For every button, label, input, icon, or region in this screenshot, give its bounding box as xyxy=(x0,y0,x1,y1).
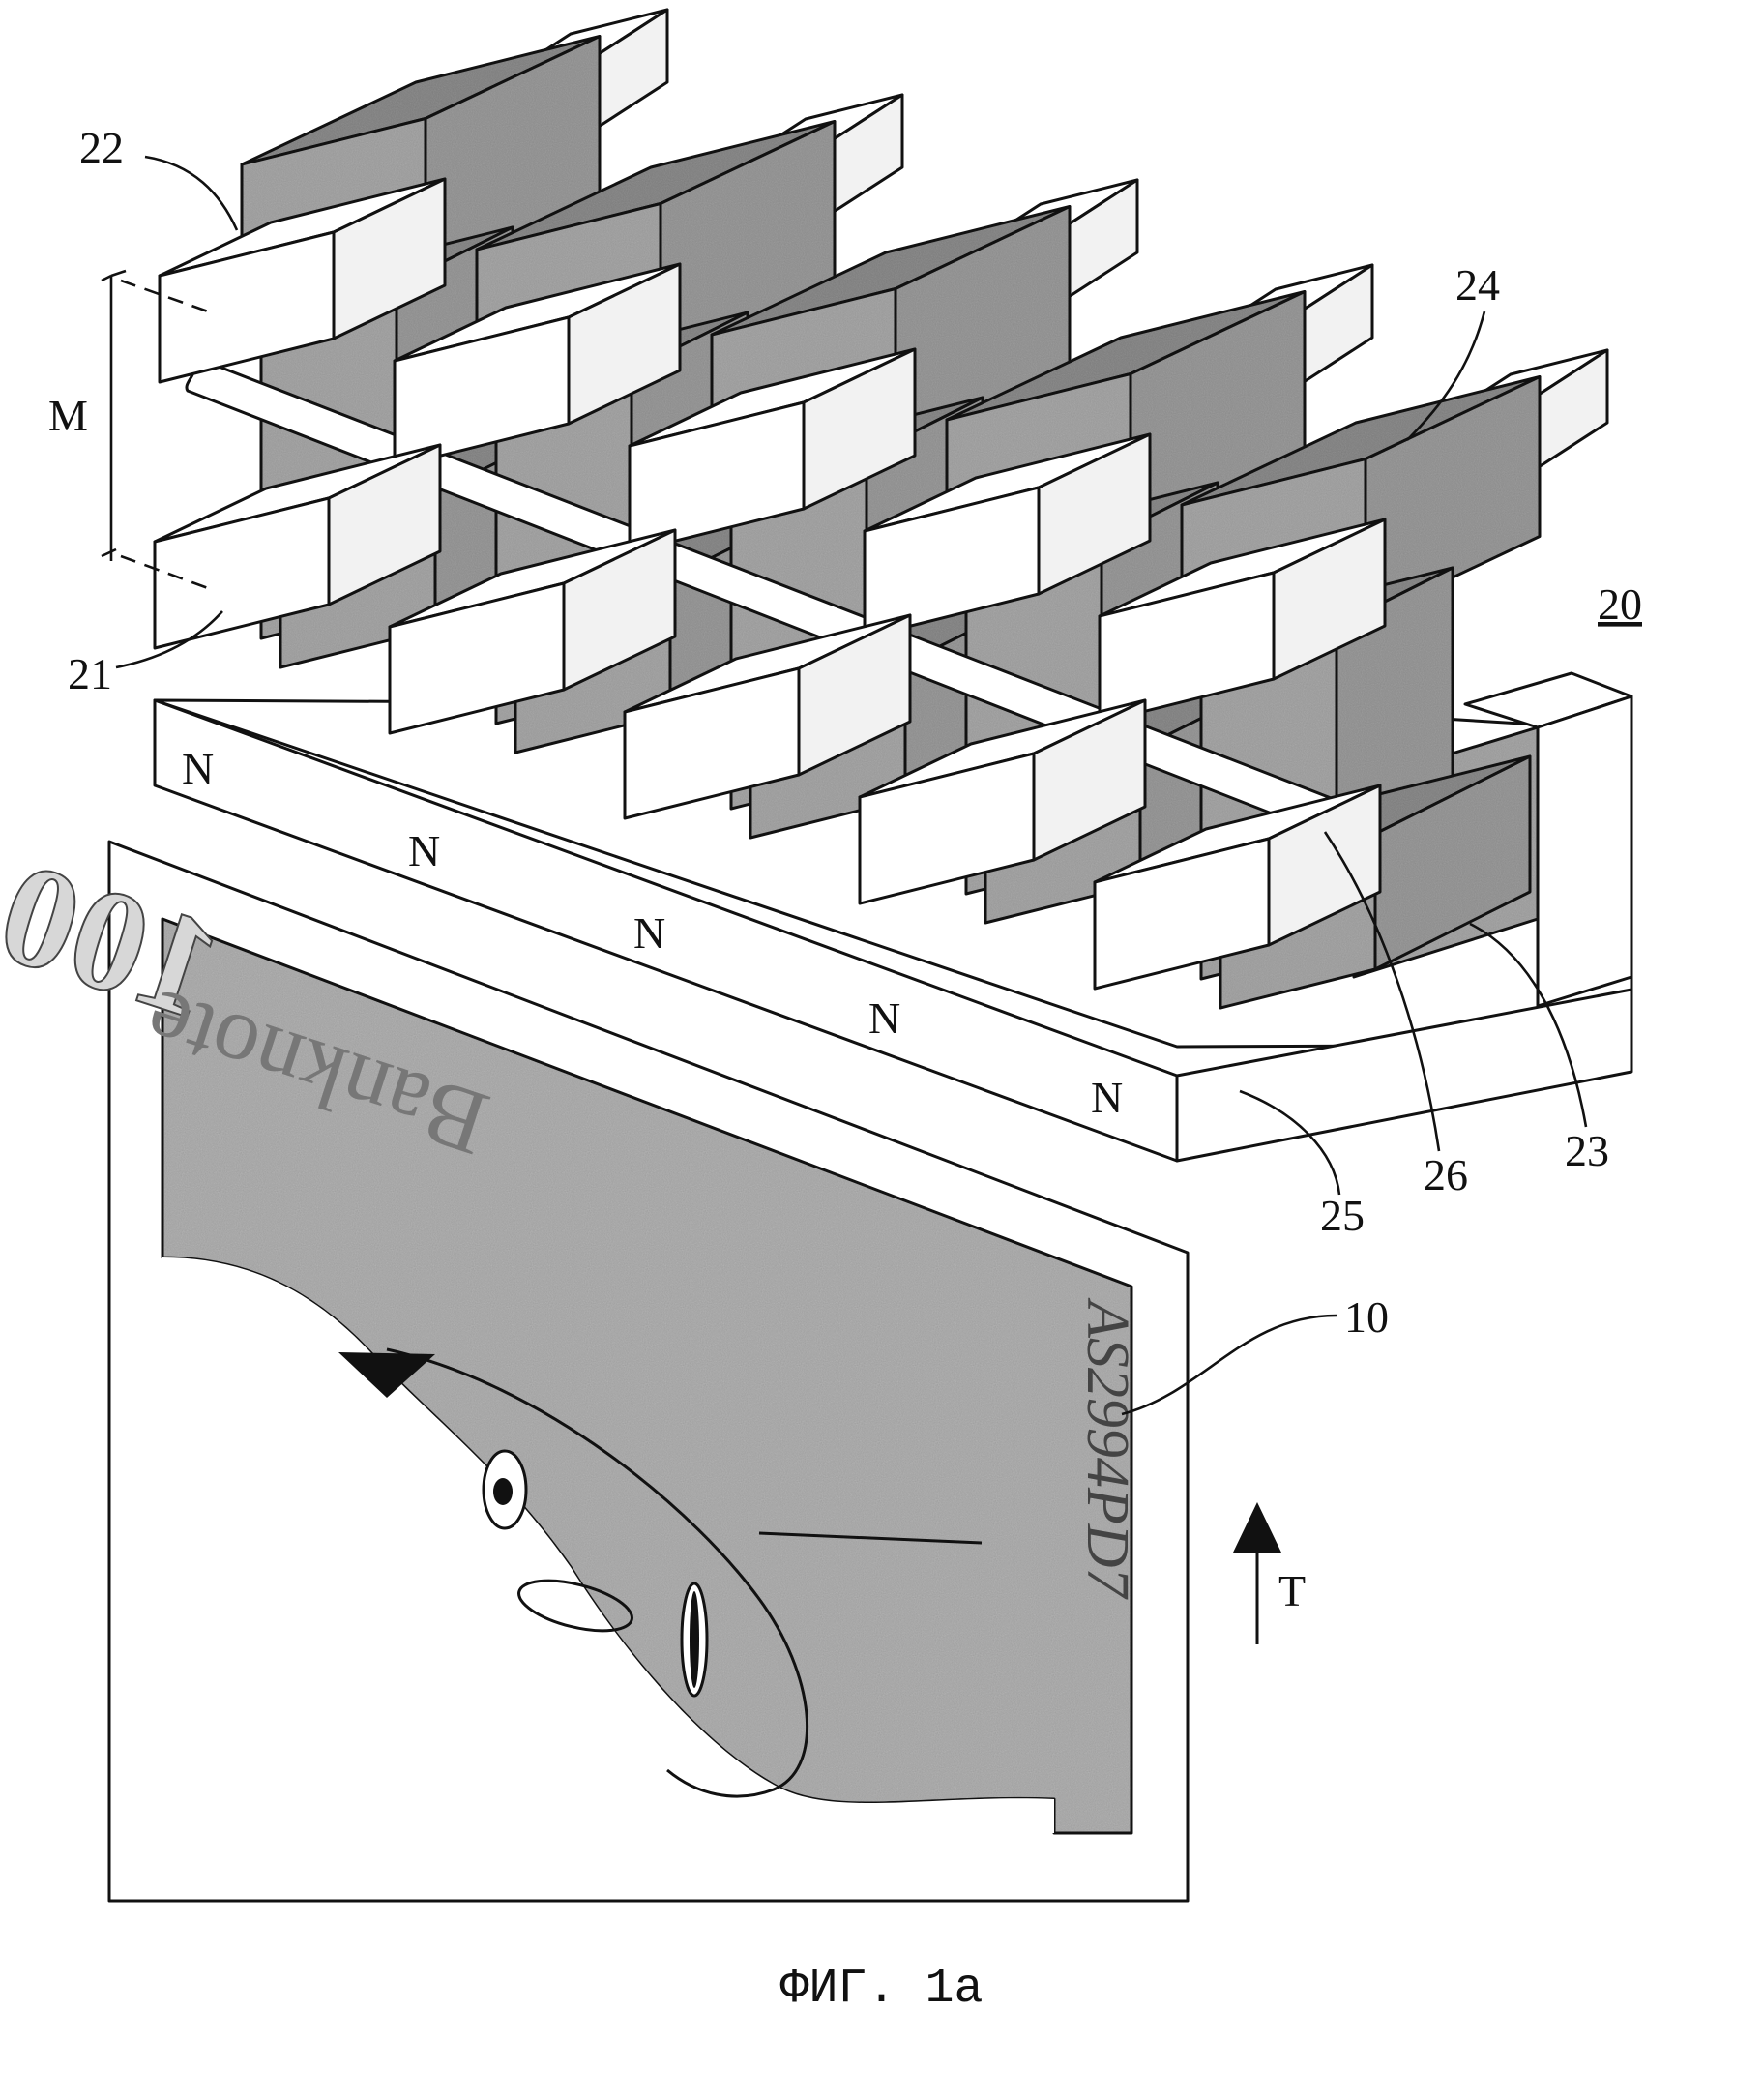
label-transport-T: T xyxy=(1278,1566,1306,1615)
label-25: 25 xyxy=(1320,1191,1365,1240)
label-23: 23 xyxy=(1565,1126,1609,1175)
label-21: 21 xyxy=(68,649,112,698)
pole-marking: N xyxy=(633,908,665,958)
pole-marking: N xyxy=(1091,1073,1123,1122)
portrait-nose-core xyxy=(690,1591,699,1688)
label-22: 22 xyxy=(79,123,124,172)
transport-direction-arrow: T xyxy=(1233,1502,1306,1644)
banknote-serial: AS2994PD7 xyxy=(1074,1297,1140,1601)
label-26: 26 xyxy=(1424,1150,1468,1199)
pole-marking: N xyxy=(182,744,214,793)
pole-marking: N xyxy=(408,826,440,875)
figure-caption: ФИГ. 1а xyxy=(0,1962,1763,2017)
label-20: 20 xyxy=(1598,579,1642,629)
label-gap-M: M xyxy=(48,391,88,440)
pole-marking: N xyxy=(868,993,900,1043)
portrait-pupil xyxy=(493,1478,513,1505)
label-24: 24 xyxy=(1455,260,1500,310)
label-10: 10 xyxy=(1344,1292,1389,1342)
